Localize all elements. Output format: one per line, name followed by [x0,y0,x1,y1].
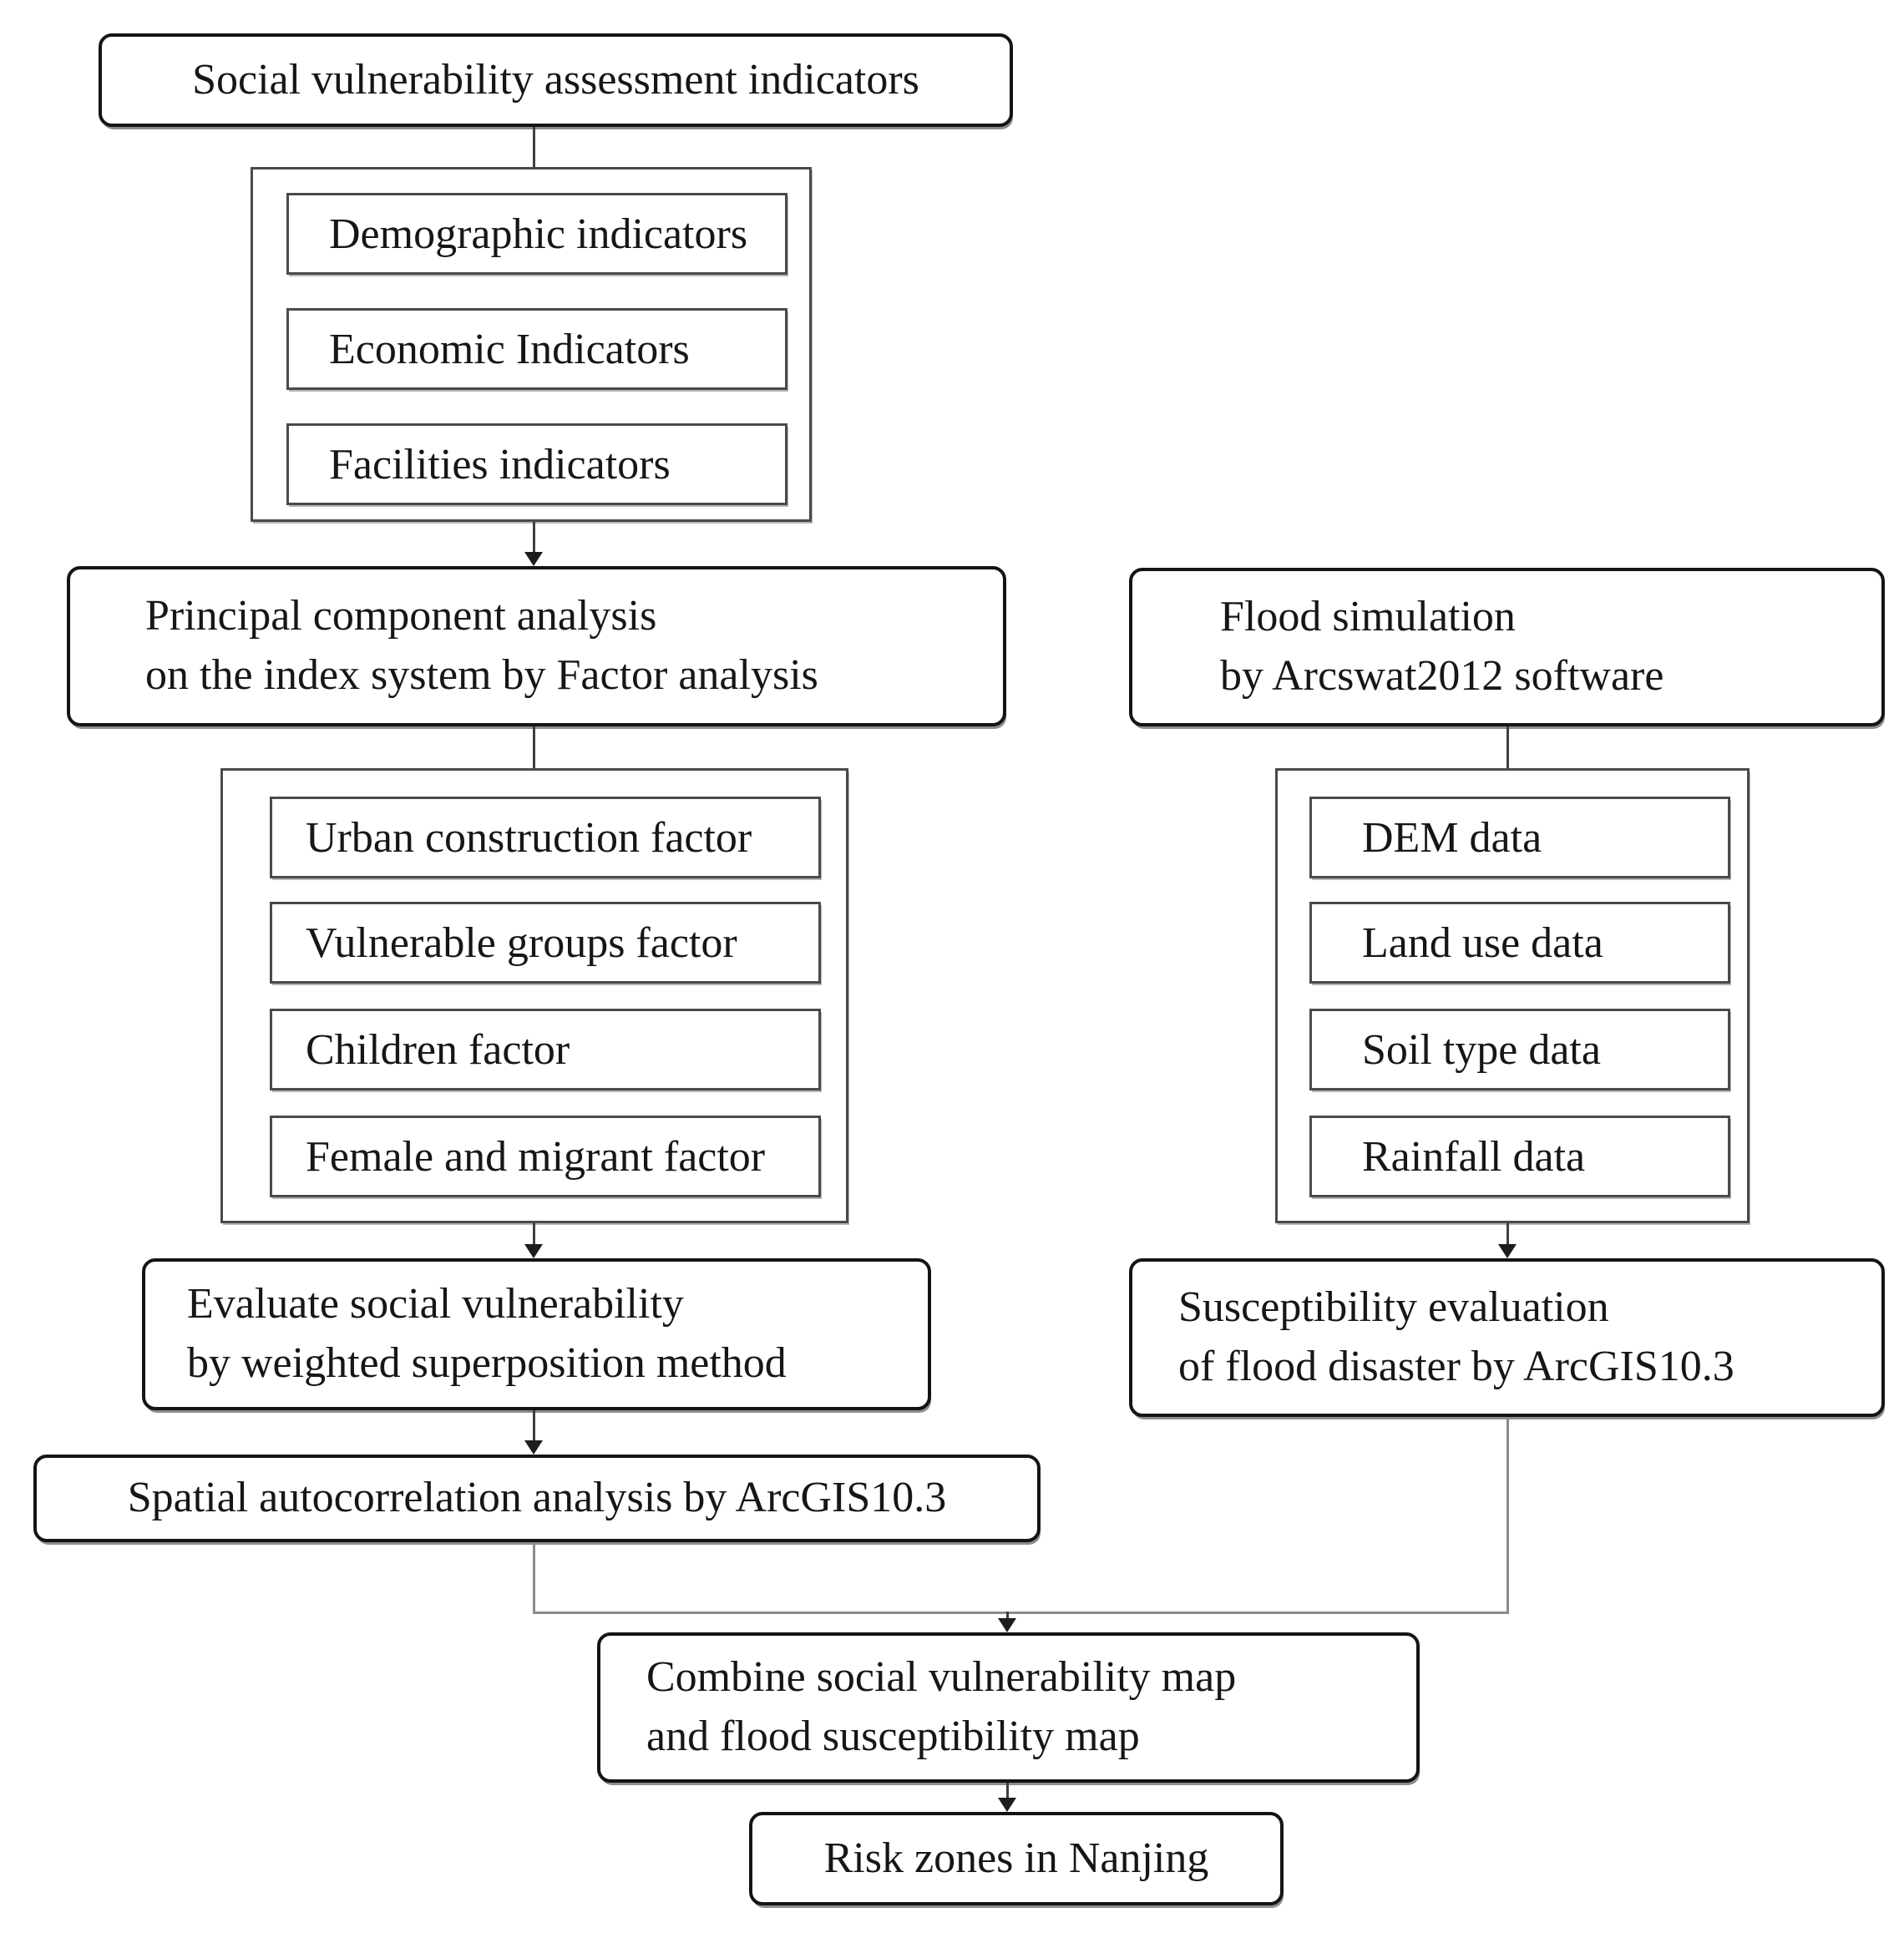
arrowhead-icon [524,1244,543,1258]
arrowhead-icon [524,552,543,566]
item-label: Urban construction factor [306,813,752,862]
connector-factors-to-evaluate [533,1223,535,1246]
item-label: Soil type data [1362,1025,1601,1074]
connector-title-to-indicators [533,127,535,167]
node-label: Principal component analysis on the inde… [145,592,818,699]
connector-combine-to-risk [1006,1783,1009,1800]
item-label: Facilities indicators [329,440,671,488]
item-vulnerable-groups-factor: Vulnerable groups factor [270,902,821,984]
node-susceptibility-evaluation: Susceptibility evaluation of flood disas… [1129,1258,1885,1417]
item-economic-indicators: Economic Indicators [286,308,787,390]
arrowhead-icon [524,1440,543,1455]
item-label: Demographic indicators [329,210,748,258]
node-label: Spatial autocorrelation analysis by ArcG… [127,1474,947,1522]
item-soil-type-data: Soil type data [1309,1009,1730,1090]
node-label: Risk zones in Nanjing [823,1834,1209,1882]
item-label: Rainfall data [1362,1132,1586,1181]
node-risk-zones: Risk zones in Nanjing [749,1812,1284,1905]
item-facilities-indicators: Facilities indicators [286,423,787,505]
item-label: Land use data [1362,918,1603,967]
node-flood-simulation: Flood simulation by Arcswat2012 software [1129,568,1885,726]
item-label: Children factor [306,1025,570,1074]
connector-spatial-down [533,1542,535,1612]
connector-data-to-susceptibility [1506,1223,1509,1246]
node-label: Evaluate social vulnerability by weighte… [187,1280,787,1387]
node-label: Susceptibility evaluation of flood disas… [1178,1283,1734,1390]
node-evaluate-social-vulnerability: Evaluate social vulnerability by weighte… [142,1258,931,1410]
connector-evaluate-to-spatial [533,1410,535,1442]
arrowhead-icon [1498,1244,1517,1258]
connector-susceptibility-down [1506,1417,1509,1612]
node-label: Combine social vulnerability map and flo… [646,1653,1237,1760]
connector-flood-to-data [1506,726,1509,768]
connector-indicators-to-pca [533,522,535,554]
group-indicator-items: Demographic indicators Economic Indicato… [251,167,812,522]
node-label: Flood simulation by Arcswat2012 software [1220,593,1664,700]
item-label: Vulnerable groups factor [306,918,737,967]
connector-merge-to-combine [1006,1612,1009,1622]
group-flood-data-items: DEM data Land use data Soil type data Ra… [1275,768,1750,1223]
item-land-use-data: Land use data [1309,902,1730,984]
item-label: Economic Indicators [329,325,690,373]
arrowhead-icon [998,1618,1016,1632]
item-urban-construction-factor: Urban construction factor [270,797,821,878]
node-combine-maps: Combine social vulnerability map and flo… [597,1632,1420,1783]
node-label: Social vulnerability assessment indicato… [192,55,919,104]
item-label: DEM data [1362,813,1542,862]
item-demographic-indicators: Demographic indicators [286,193,787,275]
item-dem-data: DEM data [1309,797,1730,878]
item-children-factor: Children factor [270,1009,821,1090]
connector-pca-to-factors [533,726,535,768]
connector-merge-horizontal [533,1612,1509,1614]
arrowhead-icon [998,1798,1016,1812]
node-principal-component-analysis: Principal component analysis on the inde… [67,566,1006,726]
item-female-migrant-factor: Female and migrant factor [270,1116,821,1197]
group-factor-items: Urban construction factor Vulnerable gro… [220,768,848,1223]
item-label: Female and migrant factor [306,1132,766,1181]
node-spatial-autocorrelation: Spatial autocorrelation analysis by ArcG… [33,1455,1041,1542]
node-social-vulnerability-indicators: Social vulnerability assessment indicato… [99,33,1013,127]
item-rainfall-data: Rainfall data [1309,1116,1730,1197]
